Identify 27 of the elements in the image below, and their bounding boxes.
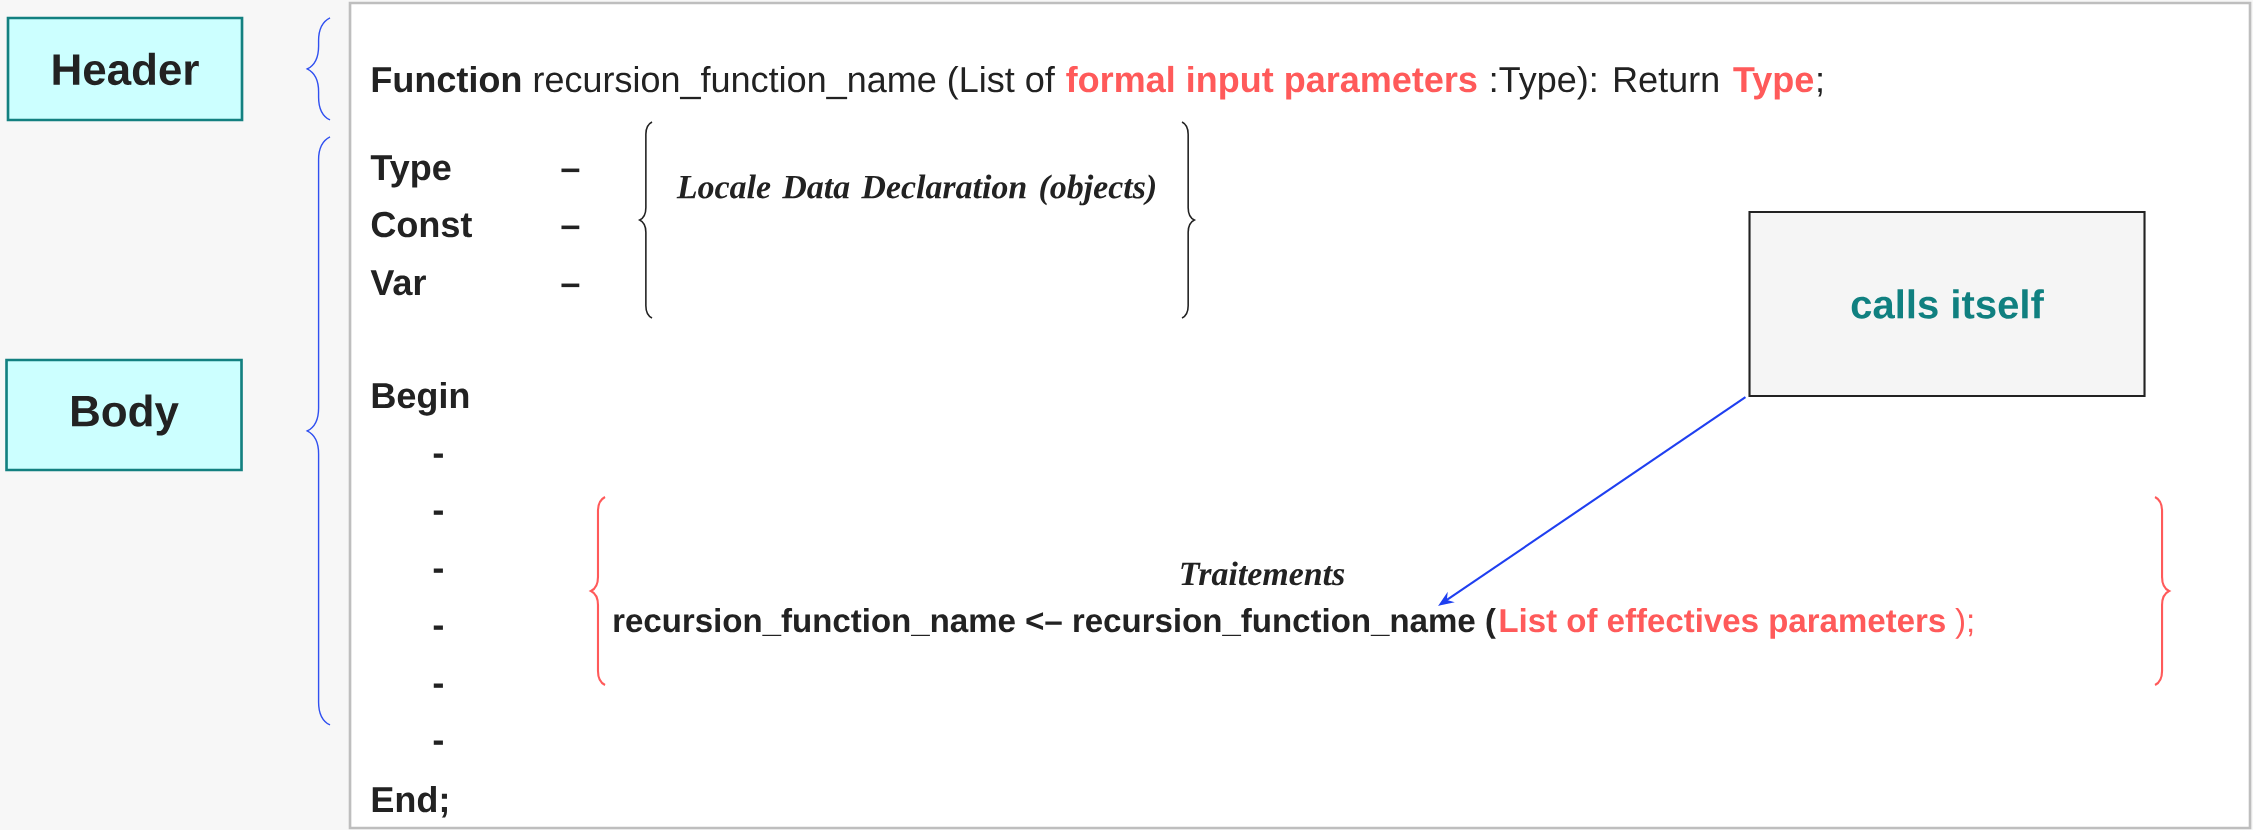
code-text: recursion_function_name <– recursion_function_name ( <box>614 608 1496 639</box>
code-text: - <box>433 510 443 515</box>
code-text: – <box>561 283 580 288</box>
code-text: Const <box>371 211 472 238</box>
code-text: Var <box>370 270 426 296</box>
code-text: - <box>433 625 443 630</box>
code-text: Type <box>1733 67 1814 100</box>
code-text: Begin <box>372 381 469 416</box>
code-text: Locale Data Declaration (objects) <box>676 174 1155 206</box>
callout-box: calls itself <box>1748 210 2146 398</box>
code-text: formal input parameters <box>1066 65 1477 100</box>
code-text: Function recursion_function_name (List of <box>372 65 1055 100</box>
code-text: Traitements <box>1181 561 1345 586</box>
code-text: - <box>433 568 443 573</box>
code-text: - <box>433 740 443 745</box>
code-text: Type <box>370 155 451 188</box>
section-box: Body <box>5 358 243 472</box>
section-box: Header <box>6 16 244 122</box>
code-text: - <box>433 453 443 458</box>
code-text: :Type): Return <box>1491 65 1718 100</box>
code-text: List of effectives parameters <box>1500 608 1945 639</box>
code-text: – <box>561 225 580 230</box>
code-text: ); <box>1955 608 1973 639</box>
code-text: - <box>433 683 443 688</box>
code-text: – <box>561 168 580 173</box>
code-text: End; <box>372 785 447 818</box>
code-text: ; <box>1818 72 1822 97</box>
